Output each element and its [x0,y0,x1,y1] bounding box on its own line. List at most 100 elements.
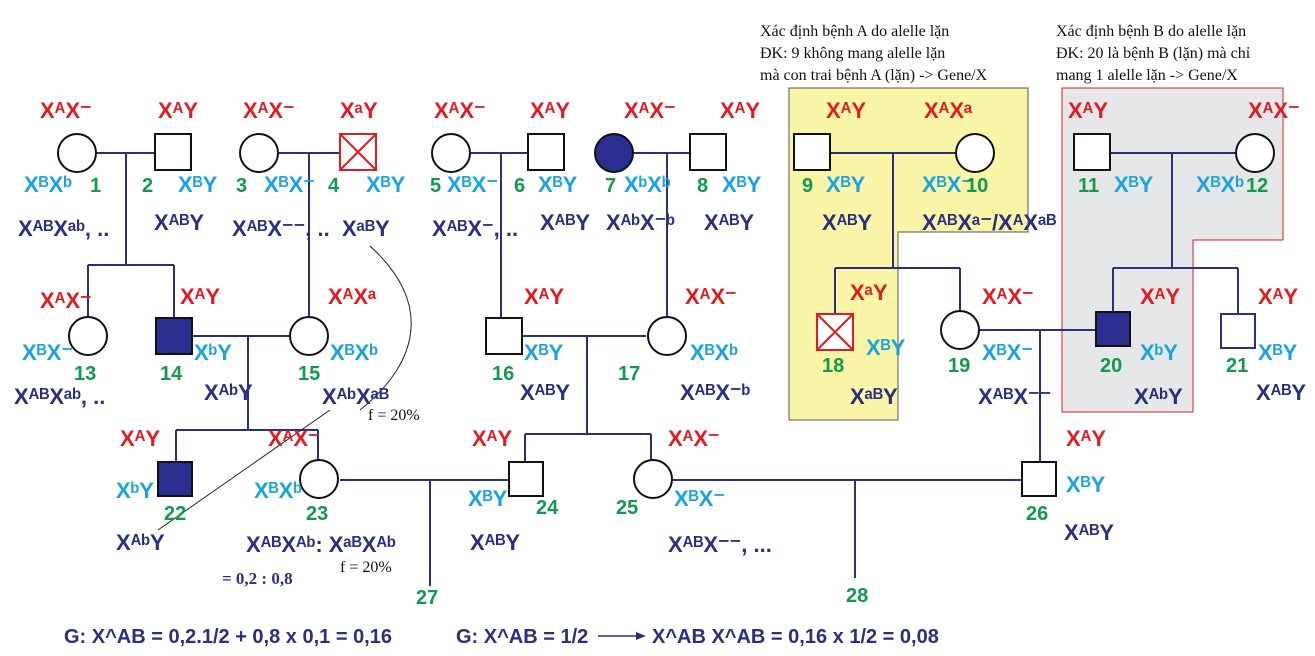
individual-9[interactable] [793,133,831,171]
genotype-ab-label: XᴬᴮX⁻ᵇ [680,380,751,405]
arrow-icon [598,632,646,640]
individual-6[interactable] [527,133,565,171]
genotype-a-label: XᴬY [1066,426,1106,451]
individual-14[interactable] [155,317,193,355]
note-a3: mà con trai bệnh A (lặn) -> Gene/X [760,67,988,84]
genotype-a-label: XᴬX⁻ [982,284,1034,309]
genotype-b-label: XᴮXᵇ [330,340,378,365]
individual-number: 15 [298,363,320,385]
individual-1[interactable] [57,133,97,173]
individual-2[interactable] [154,133,192,171]
individual-26[interactable] [1021,461,1057,497]
crossover-curve [359,245,412,411]
individual-number: 22 [164,503,186,525]
genotype-a-label: XᴬY [180,284,220,309]
genotype-ab-label: XᴬᴮXᵃ⁻/XᴬXᵃᴮ [922,210,1056,235]
individual-number: 19 [948,355,970,377]
formula-2: G: X^AB = 1/2 [456,626,588,648]
individual-number: 3 [236,175,247,197]
genotype-ab-label: XᴬᴮY [822,210,872,235]
individual-number: 2 [142,175,153,197]
genotype-ab-label: XᵃᴮY [850,384,898,409]
individual-number: 13 [74,363,96,385]
genotype-a-label: XᴬY [530,98,570,123]
individual-23[interactable] [299,459,339,499]
individual-10[interactable] [955,133,995,173]
genotype-b-label: XᴮY [524,340,564,365]
individual-number: 20 [1100,355,1122,377]
individual-5[interactable] [431,133,471,173]
individual-number: 21 [1226,355,1248,377]
formula-3: X^AB X^AB = 0,16 x 1/2 = 0,08 [652,626,939,648]
individual-number: 25 [616,497,638,519]
individual-15[interactable] [289,316,329,356]
genotype-a-label: XᴬX⁻ [268,426,320,451]
individual-12[interactable] [1235,133,1275,173]
individual-16[interactable] [485,317,523,355]
genotype-ab-label: XᴬᵇX⁻ᵇ [606,210,675,235]
genotype-a-label: XᵃY [850,280,888,305]
genotype-b-label: XᵇY [116,478,154,503]
individual-20[interactable] [1095,311,1131,347]
genotype-ab-label: XᴬᵇY [204,380,253,405]
note-a2: ĐK: 9 không mang alelle lặn [760,45,945,62]
individual-24[interactable] [508,461,544,497]
individual-number: 16 [492,363,514,385]
individual-22[interactable] [157,461,193,497]
genotype-a-label: XᴬX⁻ [624,98,676,123]
genotype-ab-label: XᴬᴮX⁻⁻, .. [232,216,330,241]
individual-number: 1 [90,175,101,197]
genotype-ab-label: XᴬᴮY [1064,520,1114,545]
individual-3[interactable] [239,133,279,173]
individual-19[interactable] [940,310,980,350]
notes: Xác định bệnh A do alelle lặn ĐK: 9 khôn… [760,23,1251,84]
individual-number: 4 [328,175,340,197]
genotype-ab-label: XᴬᵇY [116,530,165,555]
genotype-a-label: XᴬY [524,284,564,309]
note-b1: Xác định bệnh B do alelle lặn [1056,23,1246,40]
genotype-a-label: XᴬX⁻ [40,288,92,313]
genotype-a-label: XᴬY [158,98,198,123]
note-a1: Xác định bệnh A do alelle lặn [760,23,949,40]
individual-11[interactable] [1073,133,1111,171]
freq-annotation-1: f = 20% [368,407,420,424]
genotype-b-label: XᴮY [1066,472,1106,497]
individual-number: 24 [536,497,559,519]
genotype-ab-label: XᴬᴮY [1256,380,1306,405]
crossover-line [157,409,331,531]
formula-1: G: X^AB = 0,2.1/2 + 0,8 x 0,1 = 0,16 [64,626,392,648]
genotype-ab-label: XᴬᴮXᵃᵇ, .. [14,384,105,409]
genotype-ab-label: XᴬᴮY [704,210,754,235]
individual-18[interactable] [816,313,854,351]
individual-7[interactable] [594,133,634,173]
genotype-ab-label: XᵃᴮY [342,216,390,241]
genotype-ab-label: XᴬᴮX⁻⁻, ... [668,532,772,557]
genotype-ab-label: XᴬᴮXᴬᵇ: XᵃᴮXᴬᵇ [246,532,396,557]
genotype-a-label: XᵃY [340,98,378,123]
genotype-b-label: XᴮXᵇ [1196,172,1244,197]
genotype-b-label: XᴮY [826,172,866,197]
individual-13[interactable] [68,316,108,356]
individual-number: 6 [514,175,525,197]
individuals [57,133,1275,499]
individual-4[interactable] [339,133,377,171]
genotype-a-label: XᴬY [472,426,512,451]
genotype-a-label: XᴬXᵃ [924,98,973,123]
genotype-a-label: XᴬY [720,98,760,123]
genotype-ab-label: XᴬᵇXᵃᴮ [322,384,389,409]
genotype-ab-label: XᴬᴮY [470,530,520,555]
individual-number: 12 [1246,175,1268,197]
individual-number: 7 [605,175,616,197]
individual-25[interactable] [633,459,673,499]
individual-17[interactable] [647,316,687,356]
genotype-a-label: XᴬX⁻ [1248,98,1300,123]
individual-21[interactable] [1220,313,1256,349]
genotype-a-label: XᴬY [120,426,160,451]
individual-number: 18 [822,355,844,377]
genotype-b-label: XᴮX⁻ [22,340,73,365]
individual-8[interactable] [689,133,727,171]
genotype-a-label: XᴬY [826,98,866,123]
genotype-b-label: XᴮY [1114,172,1154,197]
